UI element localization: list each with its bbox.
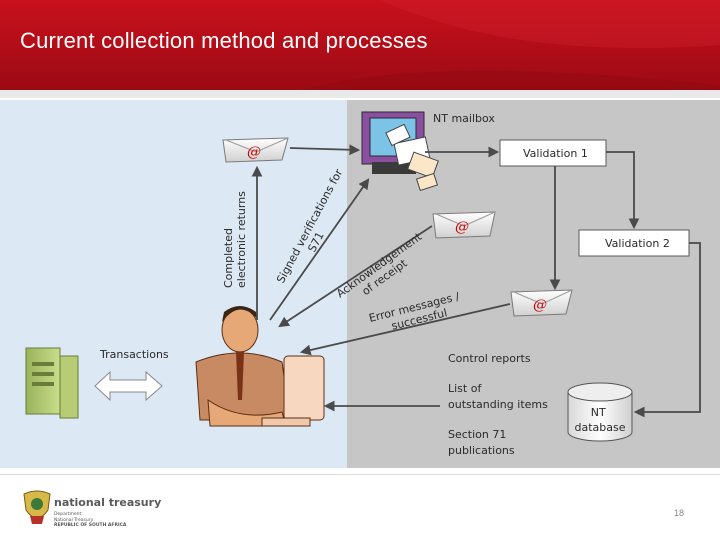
outstanding-items-line: outstanding items xyxy=(448,398,548,411)
email-envelope-at-symbol: @ xyxy=(247,144,261,160)
email-envelope-at-symbol: @ xyxy=(533,297,547,313)
transactions-label: Transactions xyxy=(99,348,169,361)
section71-label: Section 71 publications xyxy=(448,428,515,457)
person-at-computer-icon xyxy=(195,306,325,427)
validation-1-label: Validation 1 xyxy=(523,147,588,160)
completed-returns-line: Completed xyxy=(222,228,235,288)
email-envelope-icon: @ xyxy=(432,211,496,239)
nt-mailbox-label: NT mailbox xyxy=(433,112,495,125)
computer-mailbox-icon xyxy=(361,111,439,192)
org-subtitle-line: National Treasury xyxy=(54,517,94,523)
title-bar: Current collection method and processes xyxy=(0,0,720,90)
flow-arrows xyxy=(251,144,701,418)
slide-title: Current collection method and processes xyxy=(20,28,428,53)
org-subtitle: Department: National Treasury REPUBLIC O… xyxy=(54,512,126,529)
email-envelope-icon: @ xyxy=(510,289,573,317)
arrow-validation1-to-validation2 xyxy=(606,151,640,230)
arrow-error-to-person xyxy=(299,303,511,356)
outstanding-items-line: List of xyxy=(448,382,482,395)
org-name: national treasury xyxy=(54,496,162,509)
arrow-ack-to-person xyxy=(278,225,433,328)
section71-line: Section 71 xyxy=(448,428,506,441)
transactions-double-arrow xyxy=(94,370,163,402)
control-reports-label: Control reports xyxy=(448,352,531,365)
completed-returns-line: electronic returns xyxy=(235,191,248,288)
page-number: 18 xyxy=(674,508,685,518)
arrow-validation2-to-database xyxy=(633,242,701,418)
nt-database-line: NT xyxy=(591,406,606,419)
arrow-person-to-mailbox xyxy=(269,178,370,321)
org-subtitle-line: Department: xyxy=(54,512,83,517)
nt-database-icon: NT database xyxy=(567,382,633,442)
email-envelope-icon: @ xyxy=(222,137,289,163)
header-texture xyxy=(300,0,720,90)
outstanding-items-label: List of outstanding items xyxy=(448,382,548,411)
footer-divider xyxy=(0,474,720,475)
validation-2-label: Validation 2 xyxy=(605,237,670,250)
completed-returns-label: Completed electronic returns xyxy=(222,191,248,288)
validation-1-box xyxy=(499,139,607,167)
email-envelope-at-symbol: @ xyxy=(455,219,469,235)
validation-2-box xyxy=(578,229,690,257)
coat-of-arms-logo xyxy=(23,490,51,524)
nt-database-line: database xyxy=(575,421,626,434)
nt-database-label: NT database xyxy=(575,406,626,434)
org-subtitle-line: REPUBLIC OF SOUTH AFRICA xyxy=(54,523,127,528)
arrow-envelope-to-mailbox xyxy=(289,144,361,156)
header-divider xyxy=(0,90,720,98)
section71-line: publications xyxy=(448,444,515,457)
server-icon xyxy=(25,347,79,419)
process-diagram: Transactions NT mailbox Validation 1 Val… xyxy=(0,100,720,468)
